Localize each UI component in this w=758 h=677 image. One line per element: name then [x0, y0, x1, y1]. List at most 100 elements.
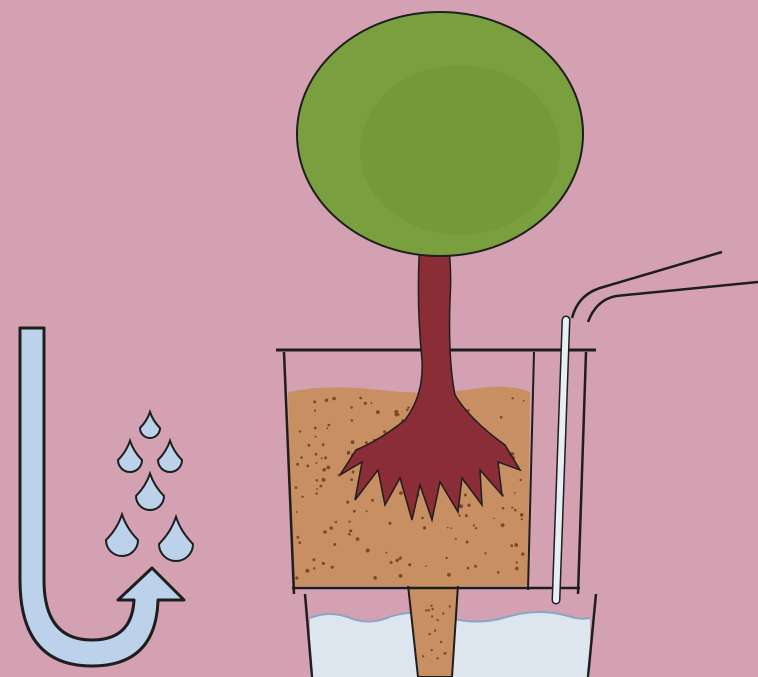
wick-speck — [440, 641, 442, 643]
soil-speck — [515, 567, 519, 571]
soil-speck — [511, 397, 513, 399]
soil-speck — [306, 465, 309, 468]
soil-speck — [322, 478, 326, 482]
soil-speck — [359, 397, 362, 400]
soil-speck — [351, 419, 354, 422]
soil-speck — [315, 462, 317, 464]
soil-speck — [447, 527, 449, 529]
soil-speck — [464, 494, 467, 497]
soil-speck — [502, 507, 505, 510]
soil-speck — [297, 536, 300, 539]
soil-speck — [313, 400, 316, 403]
soil-speck — [315, 436, 317, 438]
plant-icon — [297, 12, 583, 256]
wick-speck — [431, 615, 433, 617]
soil-speck — [511, 507, 513, 509]
soil-speck — [324, 456, 327, 459]
soil-speck — [322, 443, 325, 446]
soil-speck — [321, 457, 323, 459]
soil-speck — [493, 518, 495, 520]
soil-speck — [373, 576, 377, 580]
wick-speck — [429, 633, 431, 635]
wick-icon — [408, 585, 458, 677]
foliage-shade — [360, 65, 560, 235]
soil-speck — [314, 427, 317, 430]
soil-speck — [326, 466, 330, 470]
soil-speck — [331, 566, 334, 569]
wick-speck — [437, 619, 439, 621]
soil-speck — [501, 523, 505, 527]
soil-speck — [298, 541, 301, 544]
soil-speck — [322, 468, 326, 472]
soil-speck — [520, 513, 524, 517]
soil-speck — [400, 556, 402, 558]
soil-speck — [322, 562, 325, 565]
soil-speck — [388, 522, 391, 525]
soil-speck — [323, 530, 327, 534]
soil-speck — [408, 563, 411, 566]
soil-speck — [300, 456, 303, 459]
soil-speck — [328, 424, 331, 427]
soil-speck — [473, 524, 475, 526]
soil-speck — [295, 486, 298, 489]
wick-speck — [434, 629, 436, 631]
soil-speck — [484, 552, 486, 554]
soil-speck — [350, 478, 353, 481]
wick-speck — [431, 649, 433, 651]
wick-speck — [436, 657, 438, 659]
soil-speck — [301, 496, 303, 498]
soil-speck — [350, 406, 353, 409]
soil-speck — [351, 440, 355, 444]
soil-speck — [346, 501, 349, 504]
soil-speck — [383, 430, 386, 433]
soil-speck — [425, 565, 427, 567]
soil-speck — [316, 488, 318, 490]
wick-speck — [430, 605, 432, 607]
soil-speck — [466, 541, 469, 544]
soil-speck — [316, 479, 319, 482]
soil-speck — [370, 402, 372, 404]
soil-speck — [366, 510, 368, 512]
soil-speck — [365, 441, 368, 444]
soil-speck — [467, 567, 470, 570]
soil-speck — [497, 571, 500, 574]
soil-speck — [394, 410, 398, 414]
soil-speck — [465, 514, 468, 517]
soil-speck — [349, 529, 352, 532]
soil-speck — [514, 492, 516, 494]
soil-speck — [315, 492, 317, 494]
soil-speck — [352, 471, 355, 474]
soil-speck — [366, 549, 370, 553]
soil-speck — [500, 416, 503, 419]
soil-speck — [333, 543, 336, 546]
soil-speck — [296, 511, 298, 513]
soil-speck — [421, 517, 424, 520]
soil-speck — [447, 573, 451, 577]
soil-speck — [353, 510, 356, 513]
soil-speck — [385, 552, 387, 554]
soil-speck — [521, 518, 523, 520]
soil-speck — [445, 557, 447, 559]
soil-speck — [516, 561, 518, 563]
soil-speck — [396, 559, 399, 562]
soil-speck — [299, 430, 301, 432]
soil-speck — [371, 499, 374, 502]
soil-speck — [475, 527, 477, 529]
soil-speck — [348, 533, 350, 535]
soil-speck — [523, 400, 525, 402]
soil-speck — [520, 479, 522, 481]
soil-speck — [330, 526, 333, 529]
soil-speck — [326, 427, 328, 429]
wick-speck — [422, 655, 424, 657]
soil-speck — [320, 485, 323, 488]
soil-speck — [406, 409, 409, 412]
wick-speck — [431, 608, 433, 610]
soil-speck — [399, 491, 403, 495]
soil-speck — [514, 543, 518, 547]
soil-speck — [458, 514, 460, 516]
soil-speck — [349, 521, 351, 523]
soil-speck — [510, 544, 513, 547]
soil-speck — [364, 402, 367, 405]
soil-speck — [305, 569, 309, 573]
soil-speck — [521, 552, 524, 555]
